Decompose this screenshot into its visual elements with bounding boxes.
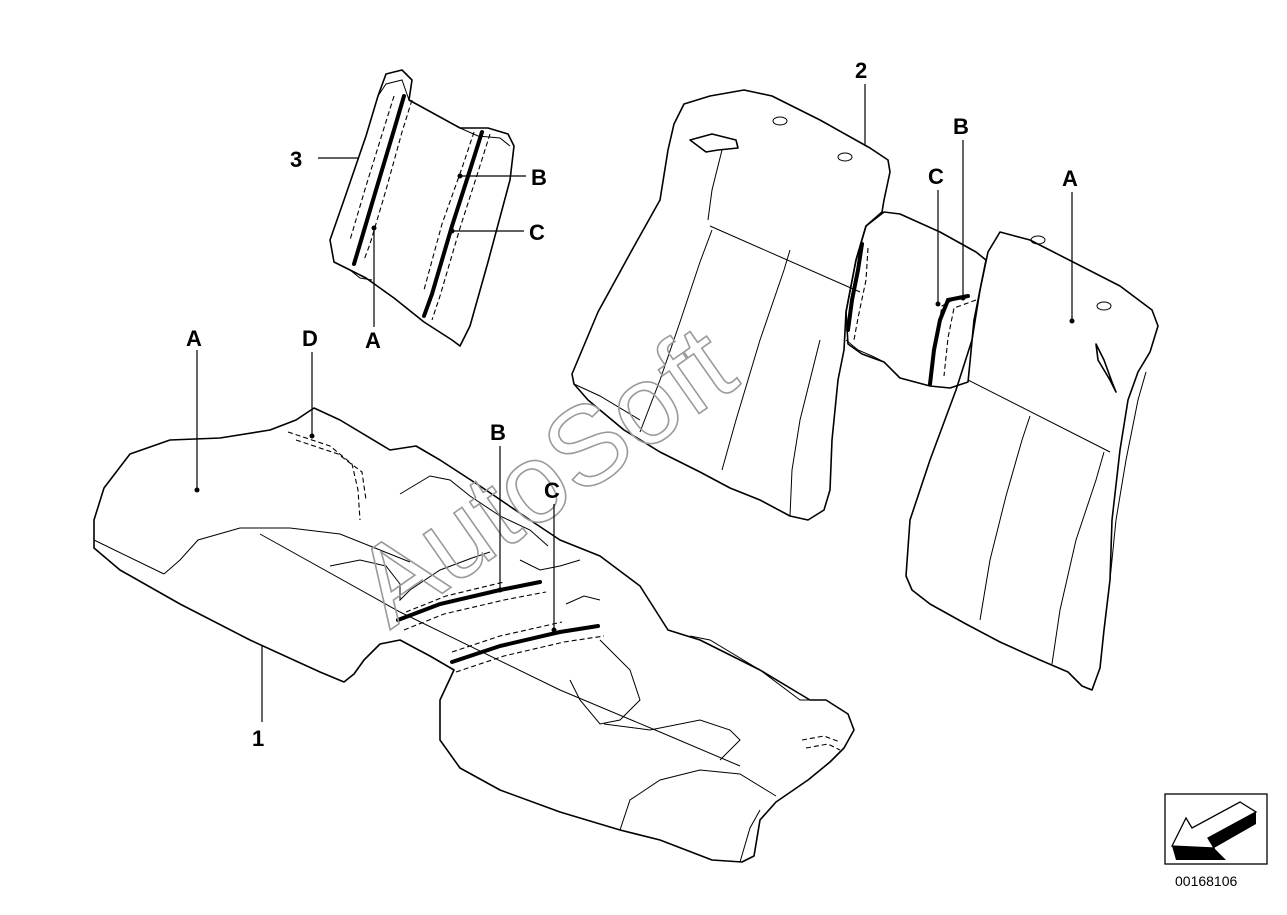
callout-backrest-b: B: [953, 114, 969, 139]
seat-cushion-cover: [93, 407, 855, 863]
backrest-cover-left: [571, 89, 891, 521]
callout-part-1: 1: [252, 726, 264, 751]
backrest-center-strip: [845, 211, 987, 389]
callout-seat-d: D: [302, 326, 318, 351]
callout-leaders: [194, 84, 1075, 722]
callout-seat-b: B: [490, 420, 506, 445]
callout-seat-c: C: [544, 478, 560, 503]
armrest-cover: [329, 69, 515, 347]
callout-backrest-c: C: [928, 164, 944, 189]
callout-armrest-b: B: [531, 165, 547, 190]
callout-backrest-a: A: [1062, 166, 1078, 191]
callout-part-2: 2: [855, 58, 867, 83]
direction-arrow-icon: [1164, 793, 1268, 865]
callout-armrest-c: C: [529, 220, 545, 245]
callout-seat-a: A: [186, 326, 202, 351]
watermark-text: AutoSoft: [332, 301, 756, 650]
callout-part-3: 3: [290, 147, 302, 172]
backrest-cover-right: [905, 231, 1159, 691]
document-number: 00168106: [1175, 873, 1238, 889]
callout-armrest-a: A: [365, 328, 381, 353]
